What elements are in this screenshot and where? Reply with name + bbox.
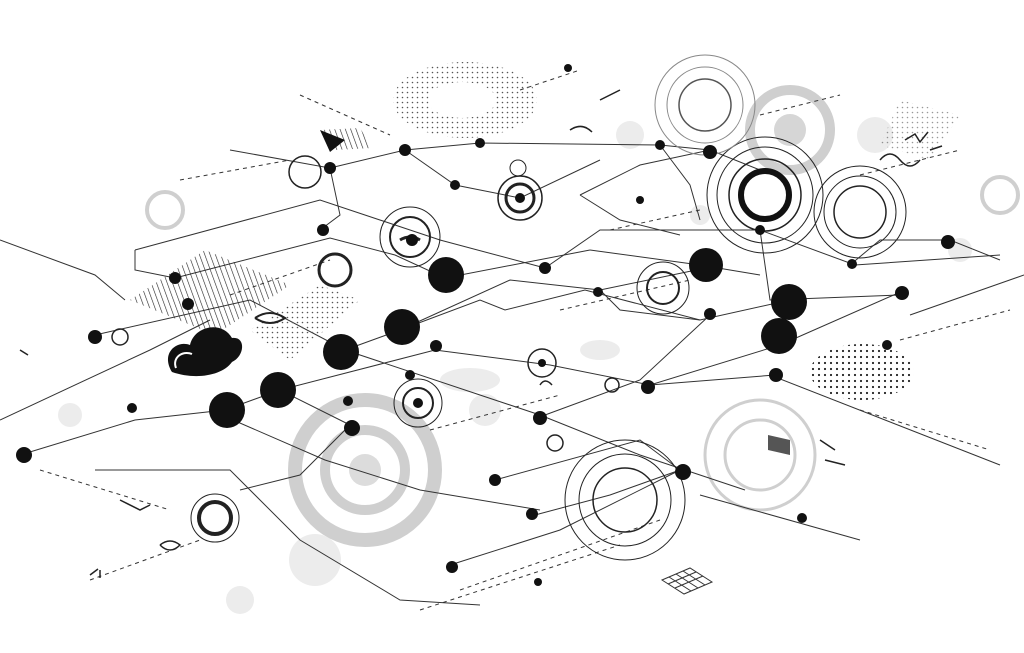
large-node-markers	[209, 248, 807, 428]
glyph-marks	[19, 89, 943, 578]
concentric-ring-icon	[111, 54, 907, 561]
gray-ring-structures	[145, 85, 1020, 547]
small-node-markers	[16, 64, 955, 586]
grid-chip-icon	[660, 435, 790, 595]
dot-matrix-pattern	[250, 62, 960, 400]
faint-shapes	[58, 117, 972, 614]
hatched-panel-icon	[130, 128, 372, 335]
cloud-icon	[168, 327, 243, 377]
